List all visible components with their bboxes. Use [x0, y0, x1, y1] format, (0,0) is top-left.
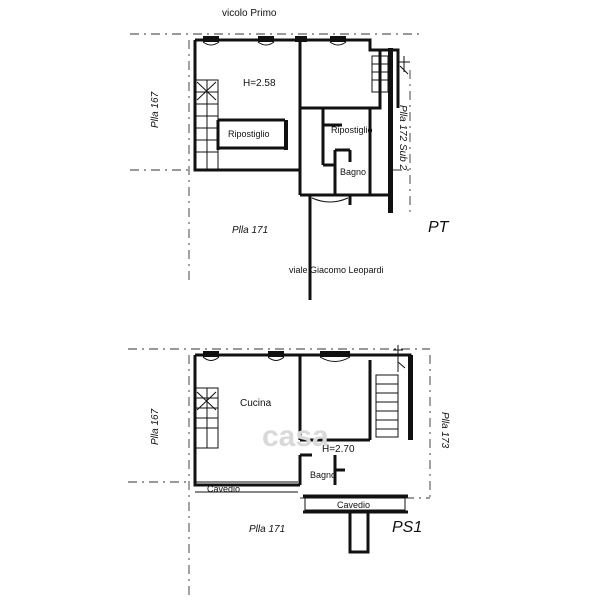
parcel-right-label-ps1: Plla 173 — [439, 412, 450, 449]
window-arcs-pt — [202, 41, 347, 46]
shaft-right-label: Cavedio — [337, 500, 370, 510]
window-top-3-pt — [295, 36, 307, 42]
parcel-left-label-ps1: Plla 167 — [150, 408, 161, 445]
stairs-right-ps1 — [375, 345, 406, 438]
parcel-left-label-pt: Plla 167 — [150, 91, 161, 128]
window-top-2-ps1 — [268, 351, 284, 357]
room-storage-right-label: Ripostiglio — [331, 125, 373, 135]
ceiling-height-label-pt: H=2.58 — [243, 78, 276, 89]
entrance-wall-pt — [308, 195, 352, 300]
watermark: casa — [262, 420, 329, 453]
shaft-right-wall-ps1 — [303, 494, 408, 514]
floor-code-pt: PT — [428, 219, 450, 236]
parcel-bottom-label-pt: Plla 171 — [232, 225, 268, 236]
parcel-right-label-pt: Plla 172 Sub 2 — [397, 105, 408, 170]
stairs-right-pt — [371, 55, 410, 93]
street-top-label: vicolo Primo — [222, 8, 277, 19]
parcel-bottom-label-ps1: Plla 171 — [249, 524, 285, 535]
window-top-1-ps1 — [203, 351, 219, 357]
stairs-left-pt — [195, 79, 219, 171]
room-storage-left-label: Ripostiglio — [228, 129, 270, 139]
ground-floor-plan: vicolo Primo Plla 167 Plla 172 Sub 2 Pll… — [130, 8, 450, 300]
storage-block-pt — [284, 120, 288, 150]
window-top-4-pt — [330, 36, 346, 42]
shaft-right-ps1 — [304, 497, 406, 511]
street-bottom-label: viale Giacomo Leopardi — [289, 265, 384, 275]
ceiling-height-label-ps1: H=2.70 — [322, 444, 355, 455]
window-top-2-pt — [258, 36, 274, 42]
right-wing-wall-pt — [370, 48, 400, 210]
corridor-wall-ps1 — [348, 512, 370, 554]
stairs-left-ps1 — [195, 387, 219, 449]
right-wall-block-ps1 — [408, 355, 413, 440]
interior-wall-pt — [298, 40, 370, 195]
floor-code-ps1: PS1 — [392, 519, 422, 536]
room-bath-label-pt: Bagno — [340, 167, 366, 177]
room-bath-label-ps1: Bagno — [310, 470, 336, 480]
shaft-left-label: Cavedio — [207, 484, 240, 494]
right-wall-block-pt — [388, 48, 393, 213]
window-top-3-ps1 — [320, 351, 350, 357]
window-top-1-pt — [203, 36, 219, 42]
shaft-left-ps1 — [195, 481, 298, 493]
basement-floor-plan: casa Plla 167 Plla 173 Plla 171 Cucina H… — [128, 345, 450, 595]
interior-wall-ps1 — [298, 355, 372, 485]
window-arcs-ps1 — [202, 356, 351, 362]
entrance-door-pt — [311, 197, 349, 203]
room-kitchen-label: Cucina — [240, 398, 272, 409]
